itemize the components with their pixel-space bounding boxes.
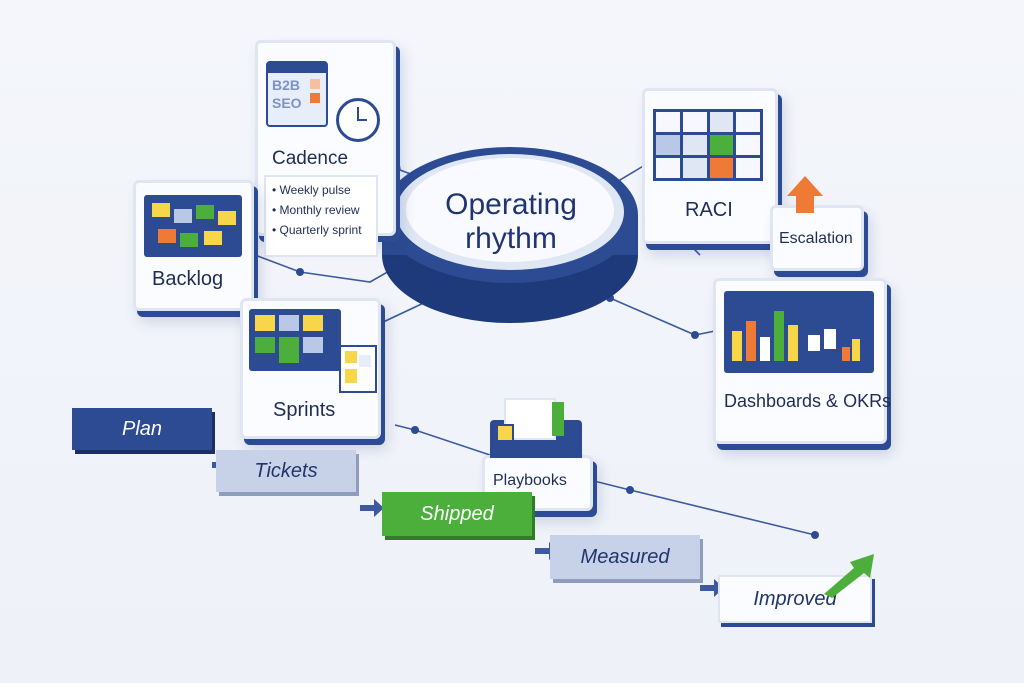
flow-step-improved-label: Improved [753,587,837,610]
folder-icon [490,398,582,458]
sprints-title: Sprints [273,399,336,421]
raci-matrix [653,109,763,181]
flow-step-plan[interactable]: Plan [72,408,212,450]
flow-step-plan-label: Plan [121,417,163,440]
flow-step-measured-label: Measured [580,545,670,568]
calendar-line-2: SEO [272,95,302,111]
checkmark-icon [496,424,514,442]
flow-step-improved[interactable]: Improved [718,575,872,623]
flow-step-measured[interactable]: Measured [550,535,700,579]
cadence-title: Cadence [272,148,349,169]
cadence-list: • Weekly pulse • Monthly review • Quarte… [264,175,378,257]
sprint-board [249,309,341,371]
cadence-item-2: • Monthly review [272,203,360,217]
dashboards-title: Dashboards & OKRs [724,391,892,411]
cadence-item-1: • Weekly pulse [272,183,351,197]
hub-title-line1: Operating [445,188,577,221]
arrow-up-icon [787,176,823,196]
calendar-line-1: B2B [272,77,301,93]
dashboard-chart [724,291,874,373]
hub-disc [382,147,638,323]
trend-up-arrow-icon [824,554,874,598]
backlog-card[interactable]: Backlog [133,180,254,311]
clock-icon [336,98,380,142]
cadence-card[interactable]: B2B SEO Cadence • Weekly pulse • Monthly… [255,40,396,257]
dashboards-card[interactable]: Dashboards & OKRs [713,278,891,444]
escalation-title: Escalation [779,230,853,247]
playbooks-title: Playbooks [493,472,567,489]
flow-step-shipped-label: Shipped [420,502,494,525]
sprint-side-panel [339,345,377,393]
backlog-title: Backlog [152,268,224,290]
sprints-card[interactable]: Sprints [240,298,381,439]
escalation-card[interactable]: Escalation [770,176,864,271]
flow-step-tickets-label: Tickets [254,459,318,482]
calendar-icon: B2B SEO [266,61,328,127]
backlog-board [144,195,242,257]
flow-step-shipped[interactable]: Shipped [382,492,532,536]
hub-title-line2: rhythm [465,222,557,255]
flow-step-tickets[interactable]: Tickets [216,450,356,492]
raci-card[interactable]: RACI [642,88,778,244]
cadence-item-3: • Quarterly sprint [272,223,362,237]
raci-title: RACI [685,199,733,221]
